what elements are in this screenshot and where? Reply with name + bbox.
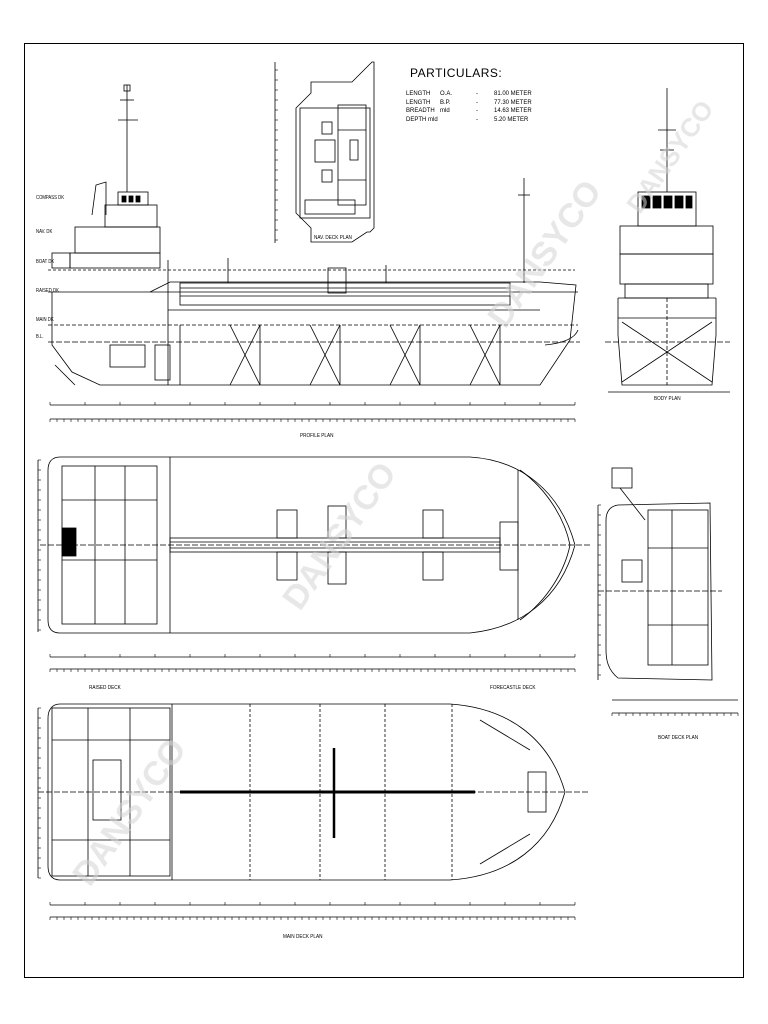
main-deck-label: MAIN DK — [36, 317, 54, 323]
particular-separator: - — [476, 116, 478, 123]
particular-name: LENGTH — [406, 99, 431, 106]
nav-deck-plan — [274, 61, 375, 243]
body-plan — [605, 88, 730, 386]
boat-deck-plan-title: BOAT DECK PLAN — [658, 735, 699, 741]
boat-deck-plan-drawing — [598, 467, 722, 681]
particular-separator: - — [476, 99, 478, 106]
particular-qualifier: B.P. — [440, 99, 451, 106]
particular-name: DEPTH mld — [406, 116, 438, 123]
main-deck-plan-drawing — [38, 703, 590, 881]
main-deck-plan-title: MAIN DECK PLAN — [283, 934, 323, 940]
profile-plan-title: PROFILE PLAN — [300, 433, 334, 439]
body-plan-title: BODY PLAN — [654, 396, 681, 402]
particular-qualifier: O.A. — [440, 91, 453, 97]
frame-scales — [37, 391, 738, 918]
particular-qualifier: mld — [440, 108, 450, 114]
watermark-text: DANSYCO — [480, 174, 609, 335]
raised-deck-label: RAISED DK — [36, 288, 59, 294]
watermarks: DANSYCO DANSYCO DANSYCO DANSYCO — [65, 95, 719, 893]
particular-name: LENGTH — [406, 91, 431, 97]
particular-name: BREADTH — [406, 108, 435, 114]
particular-separator: - — [476, 91, 478, 97]
upper-deck-plan — [40, 456, 590, 634]
particular-value: 5.20 METER — [494, 116, 529, 123]
watermark-text: DANSYCO — [275, 456, 404, 617]
particular-value: 77.30 METER — [494, 99, 532, 106]
raised-deck-title: RAISED DECK — [89, 685, 121, 691]
nav-deck-plan-title: NAV. DECK PLAN — [314, 235, 352, 241]
particulars-title: PARTICULARS: — [410, 66, 503, 80]
drawing-frame — [24, 43, 744, 978]
scale-ticks — [38, 69, 739, 920]
base-line-label: B.L. — [36, 334, 44, 340]
nav-deck-label: NAV. DK — [36, 229, 53, 235]
profile-plan — [48, 84, 580, 386]
particular-value: 14.63 METER — [494, 108, 532, 114]
particular-separator: - — [476, 108, 478, 114]
compass-deck-label: COMPASS DK — [36, 195, 65, 201]
particular-value: 81.00 METER — [494, 91, 532, 97]
boat-deck-label: BOAT DK — [36, 259, 55, 265]
forecastle-deck-title: FORECASTLE DECK — [490, 685, 536, 691]
